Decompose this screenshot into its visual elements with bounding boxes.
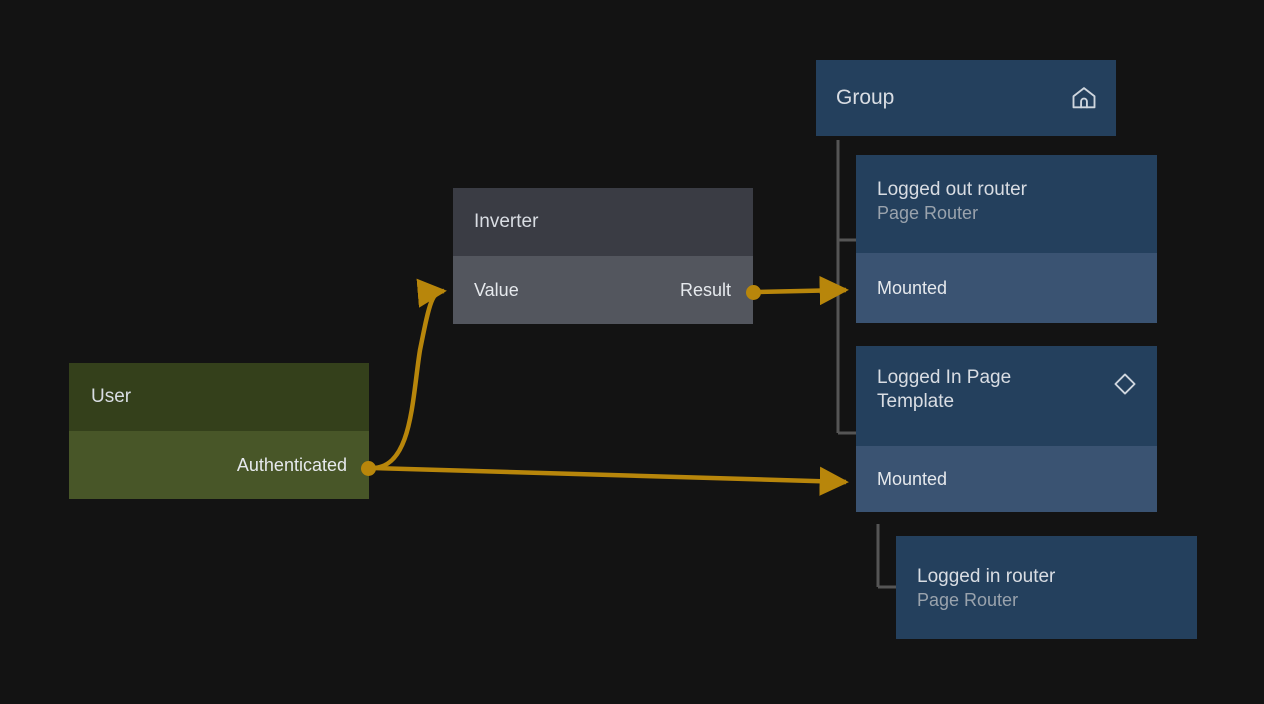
- logged-in-page-template-header[interactable]: Logged In Page Template: [856, 346, 1157, 446]
- node-logged-in-page-template[interactable]: Logged In Page Template Mounted: [856, 346, 1157, 512]
- inverter-header[interactable]: Inverter: [453, 188, 753, 256]
- logged-out-router-mounted-row[interactable]: Mounted: [856, 253, 1157, 323]
- user-authenticated-row[interactable]: Authenticated: [69, 431, 369, 499]
- inverter-ports-row[interactable]: Value Result: [453, 256, 753, 324]
- logged-in-page-template-mounted-row[interactable]: Mounted: [856, 446, 1157, 512]
- logged-in-page-template-title: Logged In Page Template: [877, 367, 1012, 412]
- node-group[interactable]: Group: [816, 60, 1116, 136]
- node-user[interactable]: User Authenticated: [69, 363, 369, 499]
- port-inverter-result[interactable]: [746, 285, 761, 300]
- diamond-icon: [1111, 370, 1139, 398]
- logged-in-router-subtitle: Page Router: [917, 589, 1019, 610]
- logged-in-router-title: Logged in router: [917, 565, 1056, 587]
- user-header[interactable]: User: [69, 363, 369, 431]
- logged-out-router-title: Logged out router: [877, 179, 1028, 200]
- group-title: Group: [836, 86, 895, 109]
- inverter-title: Inverter: [474, 211, 539, 232]
- user-title: User: [91, 386, 132, 407]
- inverter-value-input-label: Value: [474, 279, 519, 300]
- node-logged-in-router[interactable]: Logged in router Page Router: [896, 536, 1197, 639]
- logged-out-router-header[interactable]: Logged out router Page Router: [856, 155, 1157, 253]
- link-authenticated-to-mounted-template: [371, 465, 849, 496]
- logged-out-router-subtitle: Page Router: [877, 203, 979, 223]
- home-icon: [1070, 84, 1098, 112]
- logged-in-router-header[interactable]: Logged in router Page Router: [896, 536, 1197, 639]
- logged-out-router-mounted-label: Mounted: [877, 277, 948, 298]
- group-tree-lines: [836, 140, 856, 435]
- node-logged-out-router[interactable]: Logged out router Page Router Mounted: [856, 155, 1157, 323]
- group-header[interactable]: Group: [816, 60, 1116, 136]
- template-tree-lines: [876, 524, 896, 589]
- link-authenticated-to-value: [371, 278, 447, 471]
- link-result-to-mounted-out: [756, 275, 849, 306]
- user-authenticated-output-label: Authenticated: [236, 454, 347, 475]
- inverter-result-output-label: Result: [679, 279, 731, 300]
- port-user-authenticated[interactable]: [361, 461, 376, 476]
- logged-in-page-template-mounted-label: Mounted: [877, 468, 948, 489]
- node-inverter[interactable]: Inverter Value Result: [453, 188, 753, 324]
